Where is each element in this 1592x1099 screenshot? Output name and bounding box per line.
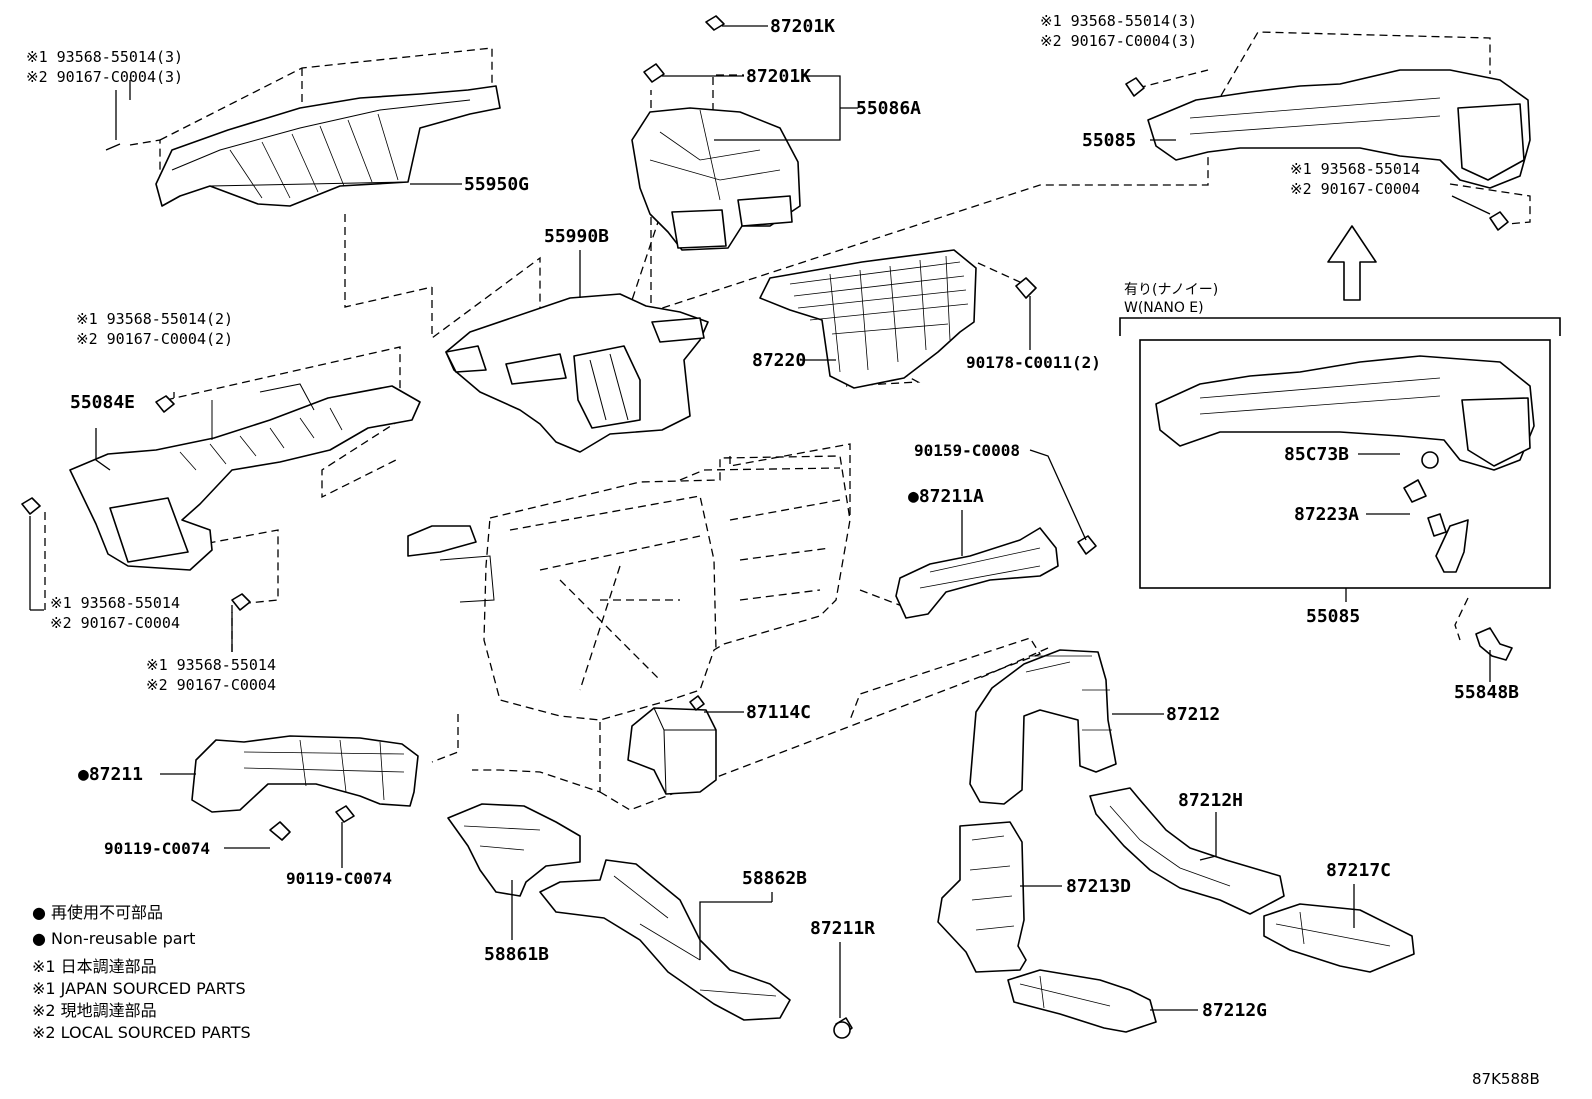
label-87220: 87220 [752, 350, 806, 371]
note-5-line-2: ※2 90167-C0004 [50, 614, 180, 632]
label-90159-C0008: 90159-C0008 [914, 441, 1020, 460]
label-55085-top: 55085 [1082, 130, 1136, 151]
part-87220-shape [759, 249, 1037, 389]
label-87223A: 87223A [1294, 504, 1359, 525]
part-87217C-shape [1263, 903, 1415, 973]
note-1-line-2: ※2 90167-C0004(3) [26, 68, 183, 86]
part-87211A-shape [895, 527, 1097, 619]
part-58861B-shape [447, 803, 581, 897]
legend: ● 再使用不可部品 ● Non-reusable part ※1 日本調達部品 … [32, 903, 251, 1042]
variant-label-en: W(NANO E) [1124, 300, 1204, 316]
label-55084E: 55084E [70, 392, 135, 413]
note-6-line-2: ※2 90167-C0004 [146, 676, 276, 694]
label-87201K-second: 87201K [746, 66, 811, 87]
part-87212G-shape [1007, 969, 1157, 1033]
label-87212G: 87212G [1202, 1000, 1267, 1021]
label-55085-box: 55085 [1306, 606, 1360, 627]
label-87212H: 87212H [1178, 790, 1243, 811]
note-5-line-1: ※1 93568-55014 [50, 594, 180, 612]
label-87211: ●87211 [78, 764, 143, 785]
legend-line-4: ※1 JAPAN SOURCED PARTS [32, 979, 246, 998]
part-55990B-shape [445, 293, 709, 453]
variant-caption: 有り(ナノイー) W(NANO E) [1124, 282, 1218, 316]
legend-line-5: ※2 現地調達部品 [32, 1001, 157, 1020]
assembly-dashed-lines [44, 31, 1531, 811]
label-58861B: 58861B [484, 944, 549, 965]
label-90119-C0074-right: 90119-C0074 [286, 869, 392, 888]
part-87211-shape [191, 735, 419, 841]
part-55084E-shape [21, 383, 421, 611]
label-90178-C0011: 90178-C0011(2) [966, 353, 1101, 372]
part-87212H-shape [1089, 787, 1285, 915]
label-85C73B: 85C73B [1284, 444, 1349, 465]
label-87213D: 87213D [1066, 876, 1131, 897]
note-6-line-1: ※1 93568-55014 [146, 656, 276, 674]
part-55086A-shape [631, 15, 801, 251]
part-55950G-shape [155, 85, 501, 207]
legend-line-1: ● 再使用不可部品 [32, 903, 163, 922]
variant-label-jp: 有り(ナノイー) [1124, 282, 1218, 298]
variant-bracket [1119, 317, 1561, 336]
label-87114C: 87114C [746, 702, 811, 723]
label-55848B: 55848B [1454, 682, 1519, 703]
variant-nano-e-box [1139, 339, 1551, 589]
note-3-line-2: ※2 90167-C0004 [1290, 180, 1420, 198]
part-87114C-shape [627, 695, 717, 795]
diagram-code: 87K588B [1472, 1070, 1540, 1088]
part-87212-shape [969, 649, 1117, 805]
up-arrow-icon [1327, 225, 1377, 301]
label-87212: 87212 [1166, 704, 1220, 725]
part-55848B-shape [1475, 627, 1513, 661]
part-58862B-shape [539, 859, 853, 1039]
note-1-line-1: ※1 93568-55014(3) [26, 48, 183, 66]
label-87211R: 87211R [810, 918, 875, 939]
label-90119-C0074-left: 90119-C0074 [104, 839, 210, 858]
part-labels: 87201K 87201K 55086A 55950G 55990B 55084… [70, 16, 1519, 1021]
note-4-line-2: ※2 90167-C0004(2) [76, 330, 233, 348]
label-87217C: 87217C [1326, 860, 1391, 881]
label-55990B: 55990B [544, 226, 609, 247]
sourcing-notes: ※1 93568-55014(3) ※2 90167-C0004(3) ※1 9… [26, 12, 1420, 694]
note-3-line-1: ※1 93568-55014 [1290, 160, 1420, 178]
note-2-line-2: ※2 90167-C0004(3) [1040, 32, 1197, 50]
label-87201K-top: 87201K [770, 16, 835, 37]
legend-line-6: ※2 LOCAL SOURCED PARTS [32, 1023, 251, 1042]
label-87211A: ●87211A [908, 486, 984, 507]
label-55086A: 55086A [856, 98, 921, 119]
part-55085-top-shape [1125, 69, 1531, 231]
label-55950G: 55950G [464, 174, 529, 195]
note-4-line-1: ※1 93568-55014(2) [76, 310, 233, 328]
legend-line-3: ※1 日本調達部品 [32, 957, 157, 976]
note-2-line-1: ※1 93568-55014(3) [1040, 12, 1197, 30]
leader-lines [29, 25, 1491, 1018]
heater-unit-assembly-shape [407, 455, 851, 721]
legend-line-2: ● Non-reusable part [32, 929, 195, 948]
label-58862B: 58862B [742, 868, 807, 889]
part-87213D-shape [937, 821, 1027, 973]
